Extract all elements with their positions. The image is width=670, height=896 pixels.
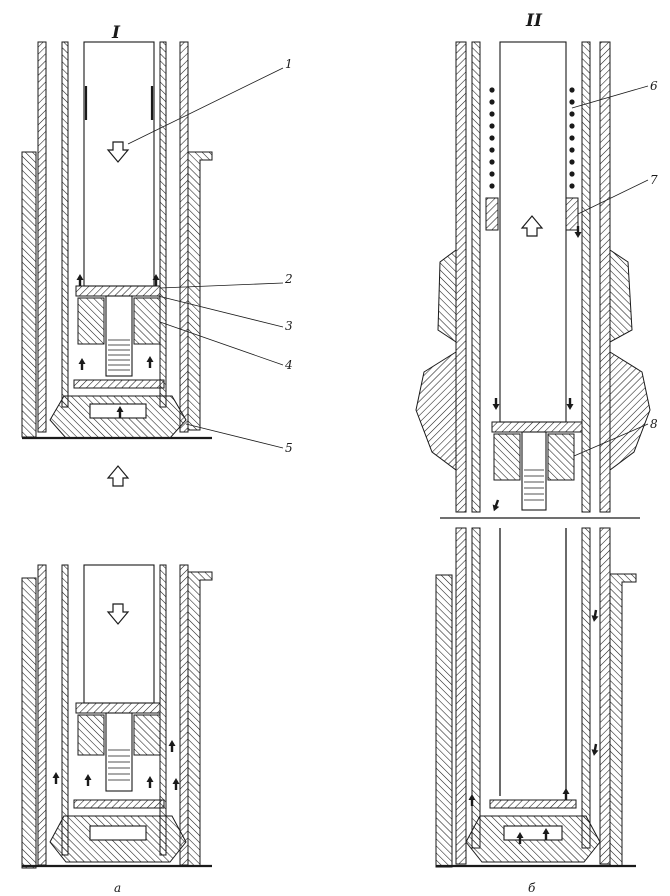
- svg-text:4: 4: [284, 358, 293, 372]
- flow-arrow-icon: [167, 738, 177, 754]
- svg-text:8: 8: [650, 417, 658, 431]
- up-arrow-icon: [107, 465, 129, 487]
- svg-text:7: 7: [650, 173, 658, 187]
- flow-arrow-icon: [77, 356, 87, 372]
- flow-arrow-icon: [171, 776, 181, 792]
- working-cylinder-right: [159, 41, 167, 408]
- svg-text:6: 6: [650, 79, 658, 93]
- reservoir-left-wall: [455, 41, 467, 513]
- piston-body-left: [77, 297, 105, 345]
- flow-arrow-icon: [489, 497, 503, 514]
- flow-arrow-icon: [589, 742, 601, 758]
- valve-plate: [73, 379, 165, 389]
- svg-text:3: 3: [285, 319, 293, 333]
- svg-text:1: 1: [285, 57, 293, 71]
- rebound-spring: [489, 87, 575, 189]
- piston-nut: [105, 295, 133, 377]
- left-lower-view: a: [21, 564, 213, 895]
- outer-casing-left-wall: [37, 41, 47, 433]
- right-upper-view: [415, 41, 651, 519]
- flow-arrow-icon: [75, 272, 85, 288]
- flow-arrow-icon: [565, 396, 575, 412]
- callouts-right: 6 7 8: [571, 79, 658, 457]
- cup-right: [609, 351, 651, 471]
- piston-body-right: [133, 297, 161, 345]
- flow-arrow-icon: [589, 608, 601, 624]
- flow-arrow-icon: [491, 396, 501, 412]
- flow-arrow-icon: [145, 774, 155, 790]
- outer-casing-right-wall: [179, 41, 189, 433]
- bottom-mark-right: б: [528, 881, 536, 895]
- svg-text:5: 5: [285, 441, 293, 455]
- svg-text:2: 2: [284, 272, 293, 286]
- outer-sleeve-left: [21, 151, 37, 438]
- section-label-left: I: [111, 23, 121, 43]
- flow-arrow-icon: [561, 786, 571, 802]
- flow-arrow-icon: [51, 770, 61, 786]
- left-upper-view: [21, 41, 213, 487]
- piston-plate: [75, 285, 161, 297]
- callouts-left: 1 2 3 4 5: [127, 57, 293, 455]
- working-cylinder-left: [61, 41, 69, 408]
- housing-bulge-right: [609, 249, 633, 343]
- housing-bulge-left: [437, 249, 457, 343]
- bracket-right: [187, 151, 213, 431]
- section-label-right: II: [525, 11, 543, 31]
- right-lower-view: б: [435, 527, 637, 895]
- flow-arrow-icon: [145, 354, 155, 370]
- bottom-mark-left: a: [114, 881, 121, 895]
- cup-left: [415, 351, 457, 471]
- flow-arrow-icon: [83, 772, 93, 788]
- piston-rod: [83, 41, 155, 287]
